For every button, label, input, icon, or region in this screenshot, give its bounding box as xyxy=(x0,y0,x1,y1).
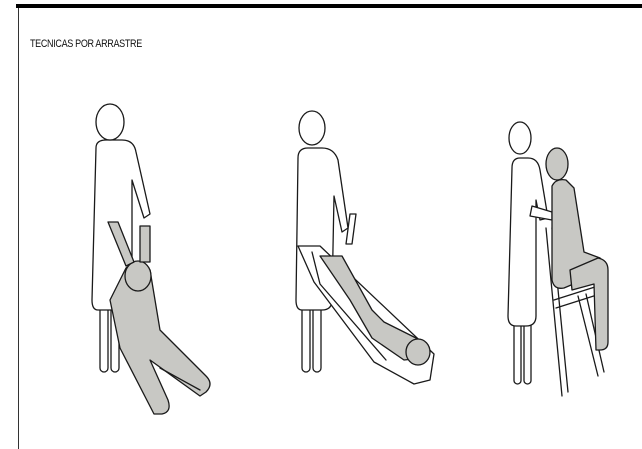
rescuer-dragging-victim-on-chair-icon xyxy=(508,122,608,396)
rescuer-dragging-victim-by-arms-icon xyxy=(92,104,210,414)
rescuer-dragging-victim-on-blanket-icon xyxy=(296,111,434,384)
